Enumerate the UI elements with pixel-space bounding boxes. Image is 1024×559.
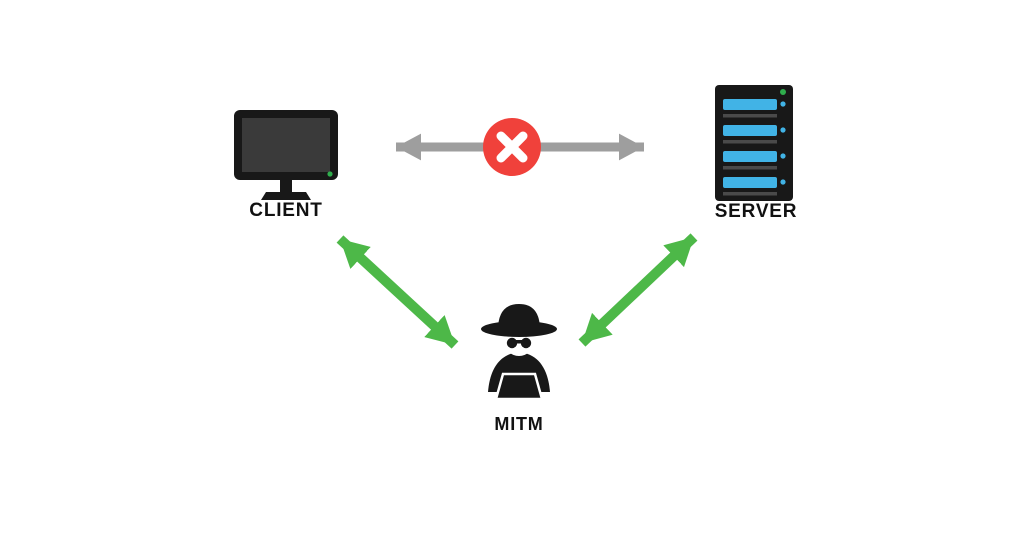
client-label: CLIENT xyxy=(249,200,323,221)
mitm-spy-icon xyxy=(481,304,557,401)
server-label: SERVER xyxy=(714,201,798,222)
blocked-x-icon xyxy=(483,118,541,176)
client-mitm-arrow xyxy=(336,235,459,349)
mitm-label: MITM xyxy=(494,414,544,434)
server-icon xyxy=(715,85,793,201)
server-mitm-arrow xyxy=(578,233,698,347)
client-monitor-icon xyxy=(234,110,338,200)
